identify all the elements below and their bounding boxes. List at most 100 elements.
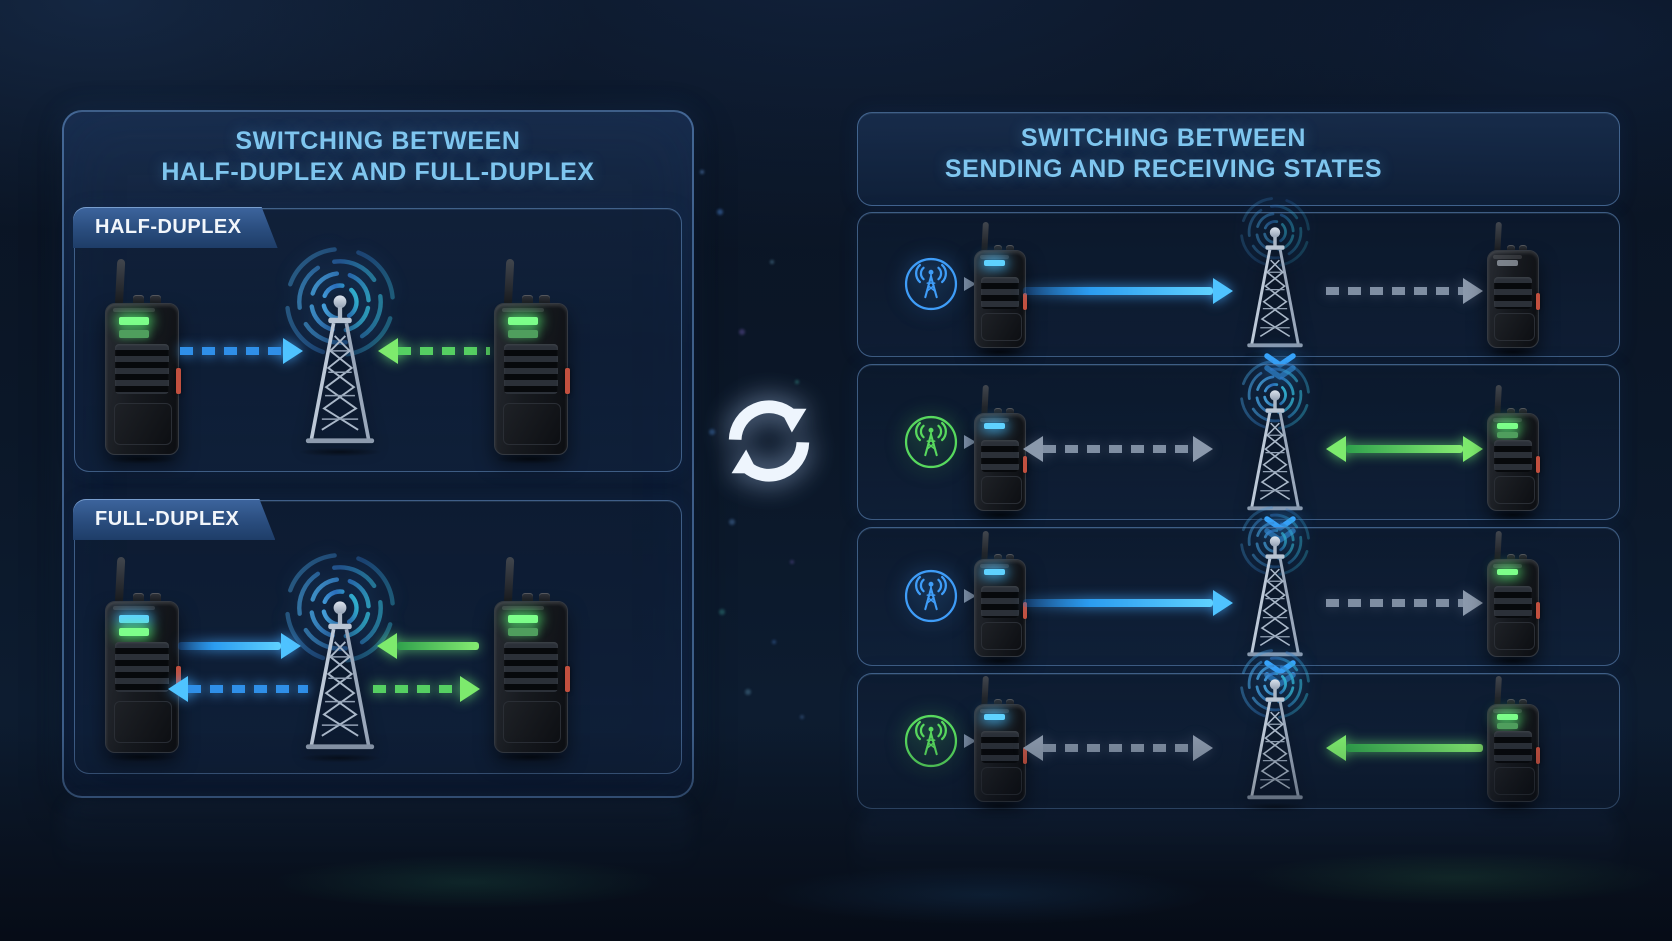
sync-circular-arrows-icon [716,388,822,494]
solid-blue-arrow-to-tower [1023,590,1233,616]
mini-arrow-icon [964,277,976,291]
led-indicator [119,330,149,338]
states-title-line2: SENDING AND RECEIVING STATES [944,154,1383,183]
walkie-talkie-receiver [1477,221,1549,359]
duplex-panel-title: SWITCHING BETWEEN HALF-DUPLEX AND FULL-D… [64,126,692,187]
radio-body [494,303,570,455]
led-indicator [508,615,538,623]
radio-body [1487,413,1540,511]
knob [994,408,1002,417]
knob [994,554,1002,563]
radio-tower [1228,674,1322,813]
led-indicator [119,615,149,623]
dashed-gray-arrow-to-receiver [1326,278,1483,304]
broadcast-tower-icon-green [903,414,959,470]
dashed-blue-arrow-to-tower [180,338,303,364]
radio-body [1487,704,1540,802]
broadcast-tower-icon-blue [903,256,959,312]
knob [522,593,533,605]
panel-reflection [857,812,1618,902]
speaker-grille [981,440,1019,472]
led-indicator [119,628,149,636]
led-indicator [508,317,538,325]
knob [1006,699,1014,708]
radio-body [494,601,570,753]
led-indicator [1497,714,1518,720]
speaker-grille [115,642,169,692]
walkie-talkie [91,556,193,764]
dashed-gray-double-arrow [1023,436,1213,462]
solid-green-arrow-to-tower [377,633,479,659]
speaker-grille [1494,277,1532,309]
walkie-talkie-sender [1477,675,1549,813]
speaker-grille [981,586,1019,618]
bokeh-particles [700,170,704,174]
speaker-grille [504,642,558,692]
tower-mast [1236,222,1314,352]
walkie-talkie [480,258,582,466]
mini-arrow-icon [964,435,976,449]
walkie-talkie-receiver [964,675,1036,813]
radio-body [974,704,1027,802]
tower-mast [292,595,388,755]
knob [1006,554,1014,563]
radio-body [974,413,1027,511]
duplex-title-line2: HALF-DUPLEX AND FULL-DUPLEX [161,157,595,186]
dashed-gray-arrow-to-receiver [1326,590,1483,616]
speaker-grille [504,344,558,394]
knob [522,295,533,307]
state-row-sending-1 [857,212,1620,361]
solid-blue-arrow-to-tower [1023,278,1233,304]
knob [994,245,1002,254]
led-indicator [984,569,1005,575]
lower-panel [503,701,561,743]
knob [539,593,550,605]
lower-panel [981,767,1022,795]
walkie-talkie [91,258,193,466]
knob [994,699,1002,708]
knob [133,295,144,307]
dashed-green-arrow-to-tower [378,338,490,364]
tower-mast [292,289,388,449]
walkie-talkie-receiver [1477,530,1549,668]
lower-panel [114,701,172,743]
led-indicator [984,260,1005,266]
knob [1006,408,1014,417]
antenna [503,258,515,310]
speaker-grille [1494,440,1532,472]
knob [1006,245,1014,254]
lower-panel [981,476,1022,504]
side-button [1536,602,1540,619]
knob [150,295,161,307]
panel-reflection [62,798,690,888]
knob [1507,408,1515,417]
speaker-grille [1494,731,1532,763]
side-button [565,368,570,394]
knob [1519,554,1527,563]
radio-tower [1228,385,1322,524]
radio-body [1487,250,1540,348]
knob [539,295,550,307]
solid-green-double-arrow-from-sender [1326,436,1483,462]
led-indicator [984,423,1005,429]
led-indicator [1497,569,1518,575]
knob [1519,408,1527,417]
radio-tower [292,595,388,764]
side-button [1536,456,1540,473]
knob [1519,699,1527,708]
solid-green-arrow-from-sender [1326,735,1483,761]
solid-blue-arrow-to-tower [178,633,301,659]
state-row-sending-2 [857,527,1620,670]
knob [133,593,144,605]
side-button [565,666,570,692]
mini-arrow-icon [964,589,976,603]
state-row-receiving-1 [857,364,1620,524]
half-duplex-tab: HALF-DUPLEX [73,207,278,248]
side-button [1023,293,1027,310]
states-panel-header: SWITCHING BETWEEN SENDING AND RECEIVING … [857,112,1620,206]
lower-panel [503,403,561,445]
radio-body [105,303,181,455]
lower-panel [114,403,172,445]
duplex-panel: SWITCHING BETWEEN HALF-DUPLEX AND FULL-D… [62,110,694,798]
